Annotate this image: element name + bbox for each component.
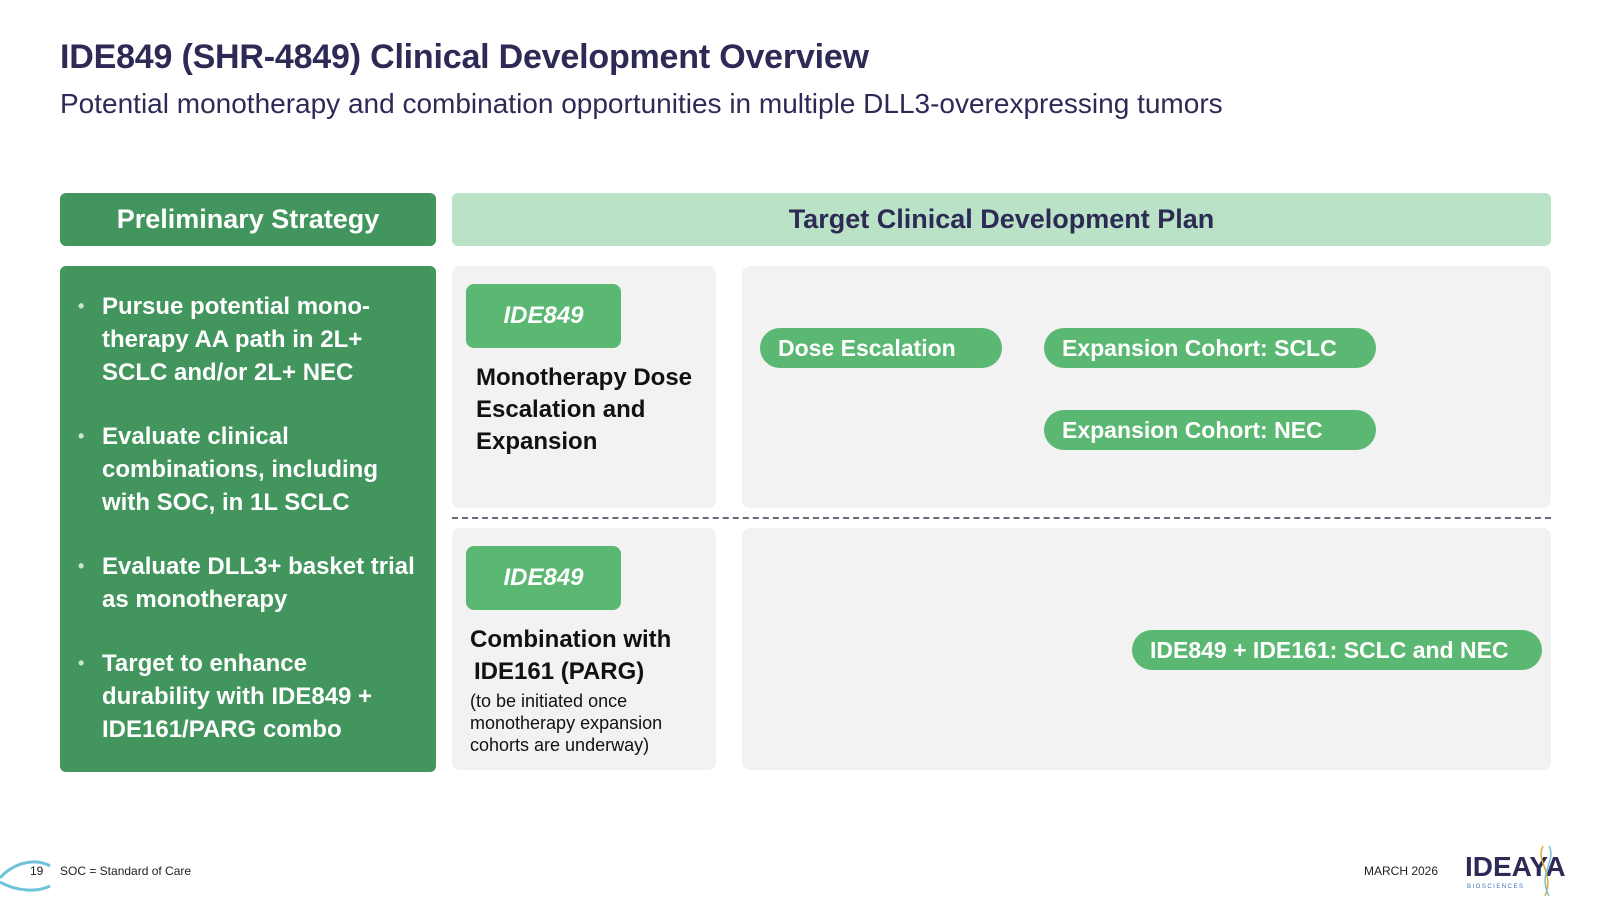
monotherapy-drug-label: IDE849 — [466, 284, 621, 348]
combination-timeline-card: IDE849 + IDE161: SCLC and NEC — [742, 528, 1551, 770]
strategy-bullet-text: Evaluate clinical combinations, includin… — [102, 423, 378, 516]
ideaya-logo-icon: IDEAYA BIOSCIENCES — [1465, 845, 1565, 897]
bullet-dot-icon: • — [78, 556, 85, 576]
page-title: IDE849 (SHR-4849) Clinical Development O… — [60, 38, 869, 76]
page-subtitle: Potential monotherapy and combination op… — [60, 88, 1223, 119]
logo-text: IDEAYA — [1465, 851, 1565, 882]
combination-heading-line2: IDE161 (PARG) — [474, 658, 645, 685]
monotherapy-heading: Monotherapy Dose Escalation and Expansio… — [476, 364, 693, 455]
combination-label-card: IDE849 Combination with IDE161 (PARG) (t… — [452, 528, 716, 770]
strategy-bullet-text: Evaluate DLL3+ basket trial as monothera… — [102, 553, 415, 613]
strategy-bullet: • Evaluate DLL3+ basket trial as monothe… — [78, 550, 420, 616]
swoosh-icon — [0, 860, 51, 892]
combination-drug-label: IDE849 — [466, 546, 621, 610]
bullet-dot-icon: • — [78, 426, 85, 446]
footer-date: MARCH 2026 — [1364, 864, 1439, 878]
page-number: 19 — [30, 864, 44, 878]
combination-heading-line1: Combination with — [470, 626, 672, 653]
strategy-bullet-text: Target to enhance durability with IDE849… — [102, 650, 373, 743]
strategy-bullet-text: Pursue potential mono-therapy AA path in… — [102, 293, 371, 386]
strategy-bullet: • Pursue potential mono-therapy AA path … — [78, 290, 420, 389]
strategy-bullet: • Target to enhance durability with IDE8… — [78, 647, 420, 746]
strategy-panel: • Pursue potential mono-therapy AA path … — [60, 266, 436, 772]
combination-tag: IDE849 + IDE161: SCLC and NEC — [1132, 630, 1542, 670]
expansion-nec-tag: Expansion Cohort: NEC — [1044, 410, 1376, 450]
monotherapy-label-card: IDE849 Monotherapy Dose Escalation and E… — [452, 266, 716, 508]
row-divider — [452, 517, 1551, 519]
dose-escalation-tag: Dose Escalation — [760, 328, 1002, 368]
strategy-header: Preliminary Strategy — [60, 193, 436, 246]
expansion-sclc-tag: Expansion Cohort: SCLC — [1044, 328, 1376, 368]
monotherapy-timeline-card: Dose Escalation Expansion Cohort: SCLC E… — [742, 266, 1551, 508]
combination-note: (to be initiated once monotherapy expans… — [470, 691, 663, 755]
bullet-dot-icon: • — [78, 653, 85, 673]
strategy-bullet: • Evaluate clinical combinations, includ… — [78, 420, 420, 519]
footnote: SOC = Standard of Care — [60, 864, 192, 878]
plan-header: Target Clinical Development Plan — [452, 193, 1551, 246]
logo-subtext: BIOSCIENCES — [1467, 884, 1525, 890]
bullet-dot-icon: • — [78, 296, 85, 316]
